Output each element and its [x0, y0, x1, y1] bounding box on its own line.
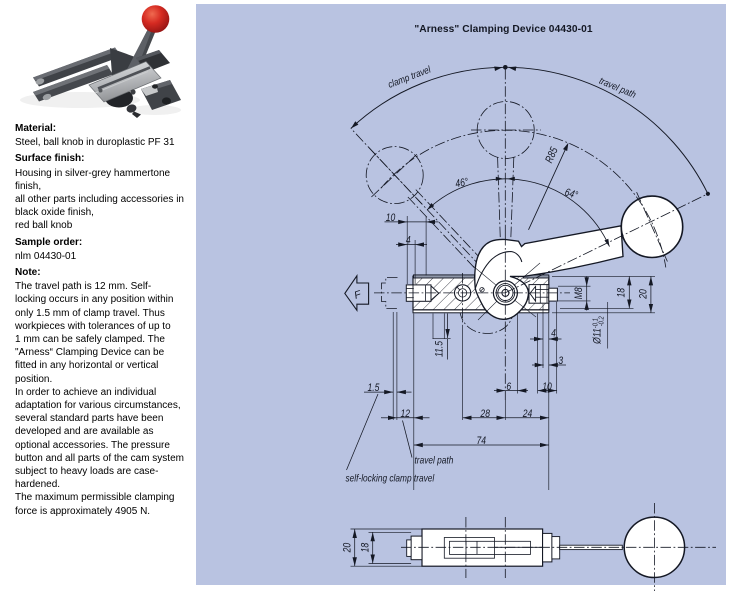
svg-text:10: 10	[542, 381, 552, 393]
svg-text:24: 24	[522, 408, 533, 420]
svg-text:28: 28	[480, 408, 491, 420]
svg-text:20: 20	[342, 542, 354, 553]
svg-text:travel path: travel path	[598, 75, 638, 100]
svg-text:3: 3	[558, 355, 563, 367]
svg-text:R85: R85	[543, 145, 561, 165]
svg-text:10: 10	[386, 212, 396, 224]
svg-text:12: 12	[401, 408, 411, 420]
svg-text:"Arness" Clamping Device 04430: "Arness" Clamping Device 04430-01	[414, 24, 593, 35]
svg-text:F: F	[353, 288, 363, 302]
svg-text:travel path: travel path	[415, 455, 454, 466]
svg-text:20: 20	[638, 289, 650, 300]
svg-text:self-locking clamp travel: self-locking clamp travel	[346, 473, 436, 484]
svg-text:46°: 46°	[454, 176, 469, 190]
svg-text:74: 74	[477, 435, 487, 447]
svg-text:1.5: 1.5	[368, 382, 380, 394]
svg-text:Ø11-0.1-0.2: Ø11-0.1-0.2	[592, 316, 606, 345]
svg-text:4: 4	[406, 235, 411, 247]
svg-text:M8: M8	[573, 287, 585, 299]
svg-text:64°: 64°	[563, 187, 579, 203]
svg-text:11.5: 11.5	[434, 341, 446, 358]
svg-text:6: 6	[506, 381, 511, 393]
svg-text:4: 4	[551, 328, 556, 340]
svg-text:clamp travel: clamp travel	[386, 64, 433, 90]
svg-text:18: 18	[616, 287, 628, 297]
svg-text:18: 18	[360, 542, 372, 552]
